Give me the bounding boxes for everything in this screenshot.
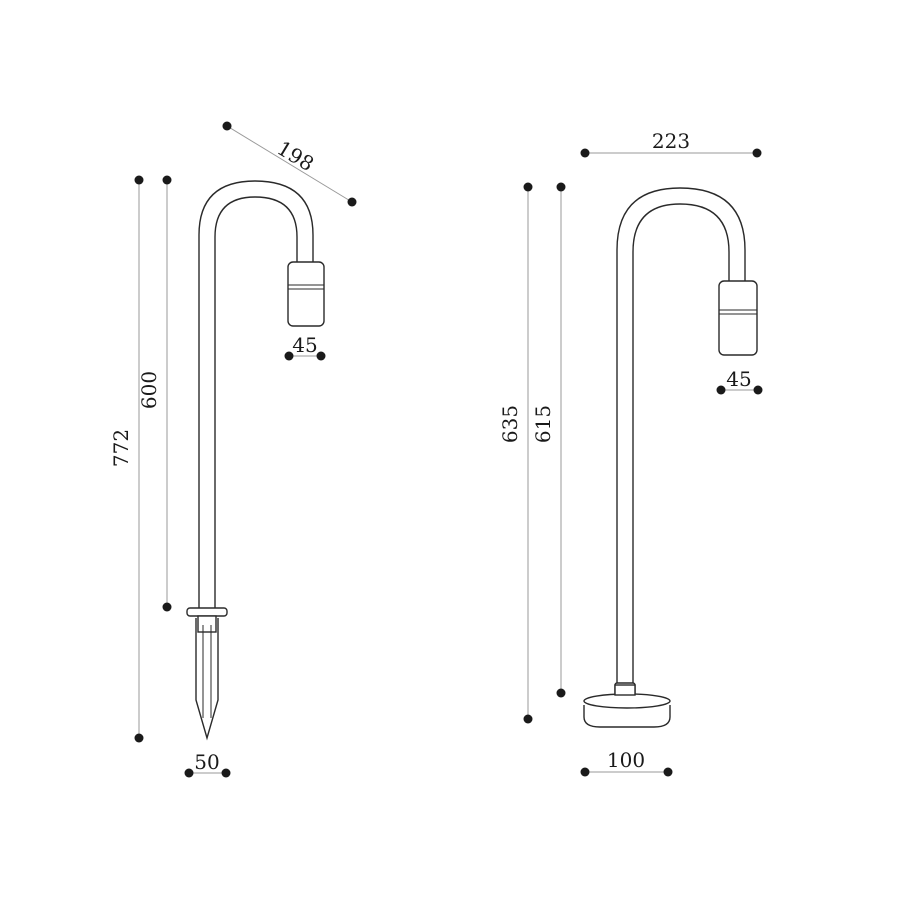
base-pole-outer bbox=[616, 187, 746, 685]
spike-pole-inner bbox=[214, 196, 298, 608]
base-total-height-label: 635 bbox=[498, 405, 522, 443]
base-pole-height-label: 615 bbox=[531, 405, 555, 443]
spike-pole-outer bbox=[198, 180, 314, 608]
spike-socket-body bbox=[287, 261, 325, 327]
base-variant-drawing: 223 635 615 45 100 bbox=[498, 129, 763, 777]
spike-reach-label: 198 bbox=[273, 136, 318, 176]
spike-socket-label: 45 bbox=[292, 333, 317, 357]
spike-lamp-outline bbox=[186, 180, 325, 741]
spike-blade bbox=[195, 618, 219, 741]
base-socket-body bbox=[718, 280, 758, 356]
spike-total-height-dimension: 772 bbox=[109, 175, 144, 743]
base-reach-dimension: 223 bbox=[580, 129, 762, 158]
spike-sleeve bbox=[197, 615, 217, 633]
base-pole-inner bbox=[632, 203, 730, 685]
base-plate bbox=[583, 705, 671, 728]
base-plate-top bbox=[583, 693, 671, 709]
spike-above-ground-label: 600 bbox=[137, 371, 161, 409]
spike-width-label: 50 bbox=[194, 750, 219, 774]
base-reach-label: 223 bbox=[652, 129, 690, 153]
spike-reach-dimension: 198 bbox=[222, 121, 357, 207]
base-collar-top bbox=[614, 684, 636, 696]
spike-width-dimension: 50 bbox=[184, 750, 231, 778]
spike-variant-drawing: 198 772 600 45 50 bbox=[109, 121, 357, 778]
base-diameter-dimension: 100 bbox=[580, 748, 673, 777]
base-pole-height-dimension: 615 bbox=[531, 182, 566, 698]
base-socket-label: 45 bbox=[726, 367, 751, 391]
base-total-height-dimension: 635 bbox=[498, 182, 533, 724]
spike-collar bbox=[186, 607, 228, 617]
base-lamp-outline bbox=[583, 187, 758, 728]
spike-socket-dimension: 45 bbox=[284, 333, 326, 361]
spike-total-height-label: 772 bbox=[109, 429, 133, 467]
spike-above-ground-dimension: 600 bbox=[137, 175, 172, 612]
base-diameter-label: 100 bbox=[607, 748, 645, 772]
base-socket-dimension: 45 bbox=[716, 367, 763, 395]
